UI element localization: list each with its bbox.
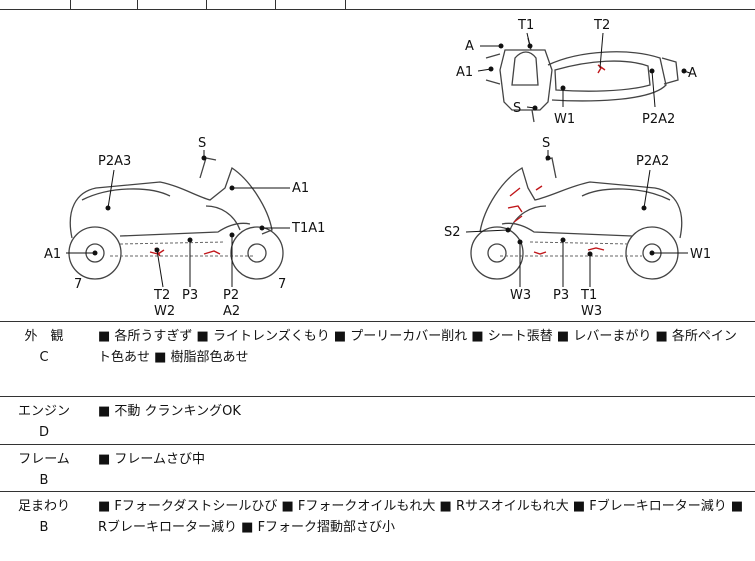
- label-right-w1: W1: [690, 247, 711, 262]
- strip-divider: [275, 0, 276, 9]
- label-right-s2: S2: [444, 225, 461, 240]
- label-top-a1: A1: [456, 65, 473, 80]
- row-grade: C: [39, 350, 49, 365]
- scooter-right-view: S P2A2 S2 W1 W3 P3 T1 W3: [444, 136, 711, 319]
- strip-divider: [206, 0, 207, 9]
- row-items: ■ 不動 クランキングOK: [98, 404, 241, 419]
- label-left-a1-right: A1: [292, 181, 309, 196]
- damage-diagram: A A1 T1 T2 A S W1 P2A2: [0, 10, 755, 322]
- label-right-w3a: W3: [510, 288, 531, 303]
- scooter-diagram-svg: A A1 T1 T2 A S W1 P2A2: [44, 18, 711, 319]
- row-header: エンジン D: [0, 397, 88, 443]
- label-left-s: S: [198, 136, 206, 151]
- row-suspension: 足まわり B ■ Fフォークダストシールひび ■ Fフォークオイルもれ大 ■ R…: [0, 492, 755, 561]
- label-left-p2: P2: [223, 288, 239, 303]
- label-right-s: S: [542, 136, 550, 151]
- row-items: ■ フレームさび中: [98, 452, 206, 467]
- label-top-t2: T2: [593, 18, 610, 33]
- label-left-t2: T2: [153, 288, 170, 303]
- label-left-a2: A2: [223, 304, 240, 319]
- row-frame: フレーム B ■ フレームさび中: [0, 445, 755, 492]
- label-left-p2a3: P2A3: [98, 154, 131, 169]
- row-category: エンジン: [17, 404, 70, 419]
- label-top-t1: T1: [517, 18, 534, 33]
- row-category: 足まわり: [17, 499, 70, 514]
- label-left-p3: P3: [182, 288, 198, 303]
- label-left-a1: A1: [44, 247, 61, 262]
- label-top-a-left: A: [465, 39, 474, 54]
- label-right-p3: P3: [553, 288, 569, 303]
- label-top-s: S: [513, 101, 521, 116]
- scooter-top-view: A A1 T1 T2 A S W1 P2A2: [456, 18, 697, 127]
- row-engine: エンジン D ■ 不動 クランキングOK: [0, 397, 755, 445]
- row-items: ■ 各所うすぎず ■ ライトレンズくもり ■ プーリーカバー削れ ■ シート張替…: [98, 329, 737, 365]
- row-header: 足まわり B: [0, 492, 88, 538]
- label-top-p2a2: P2A2: [642, 112, 675, 127]
- label-left-t1a1: T1A1: [291, 221, 325, 236]
- label-top-a-right: A: [688, 66, 697, 81]
- row-header: フレーム B: [0, 445, 88, 491]
- row-grade: B: [39, 520, 49, 535]
- label-right-p2a2: P2A2: [636, 154, 669, 169]
- label-right-w3b: W3: [581, 304, 602, 319]
- row-category: フレーム: [18, 452, 70, 467]
- strip-divider: [70, 0, 71, 9]
- strip-divider: [137, 0, 138, 9]
- row-header: 外 観 C: [0, 322, 88, 368]
- row-items: ■ Fフォークダストシールひび ■ Fフォークオイルもれ大 ■ Rサスオイルもれ…: [98, 499, 744, 535]
- strip-divider: [345, 0, 346, 9]
- top-table-strip: [0, 0, 755, 10]
- label-top-w1: W1: [554, 112, 575, 127]
- scooter-left-view: S P2A3 A1 T1A1 A1 7 7 T2 W2 P3 P2 A2: [44, 136, 325, 319]
- row-grade: B: [39, 473, 49, 488]
- label-left-7b: 7: [278, 277, 286, 292]
- label-left-7a: 7: [74, 277, 82, 292]
- row-exterior: 外 観 C ■ 各所うすぎず ■ ライトレンズくもり ■ プーリーカバー削れ ■…: [0, 322, 755, 397]
- label-right-t1: T1: [580, 288, 597, 303]
- label-left-w2: W2: [154, 304, 175, 319]
- row-grade: D: [38, 425, 49, 440]
- row-category: 外 観: [24, 329, 64, 344]
